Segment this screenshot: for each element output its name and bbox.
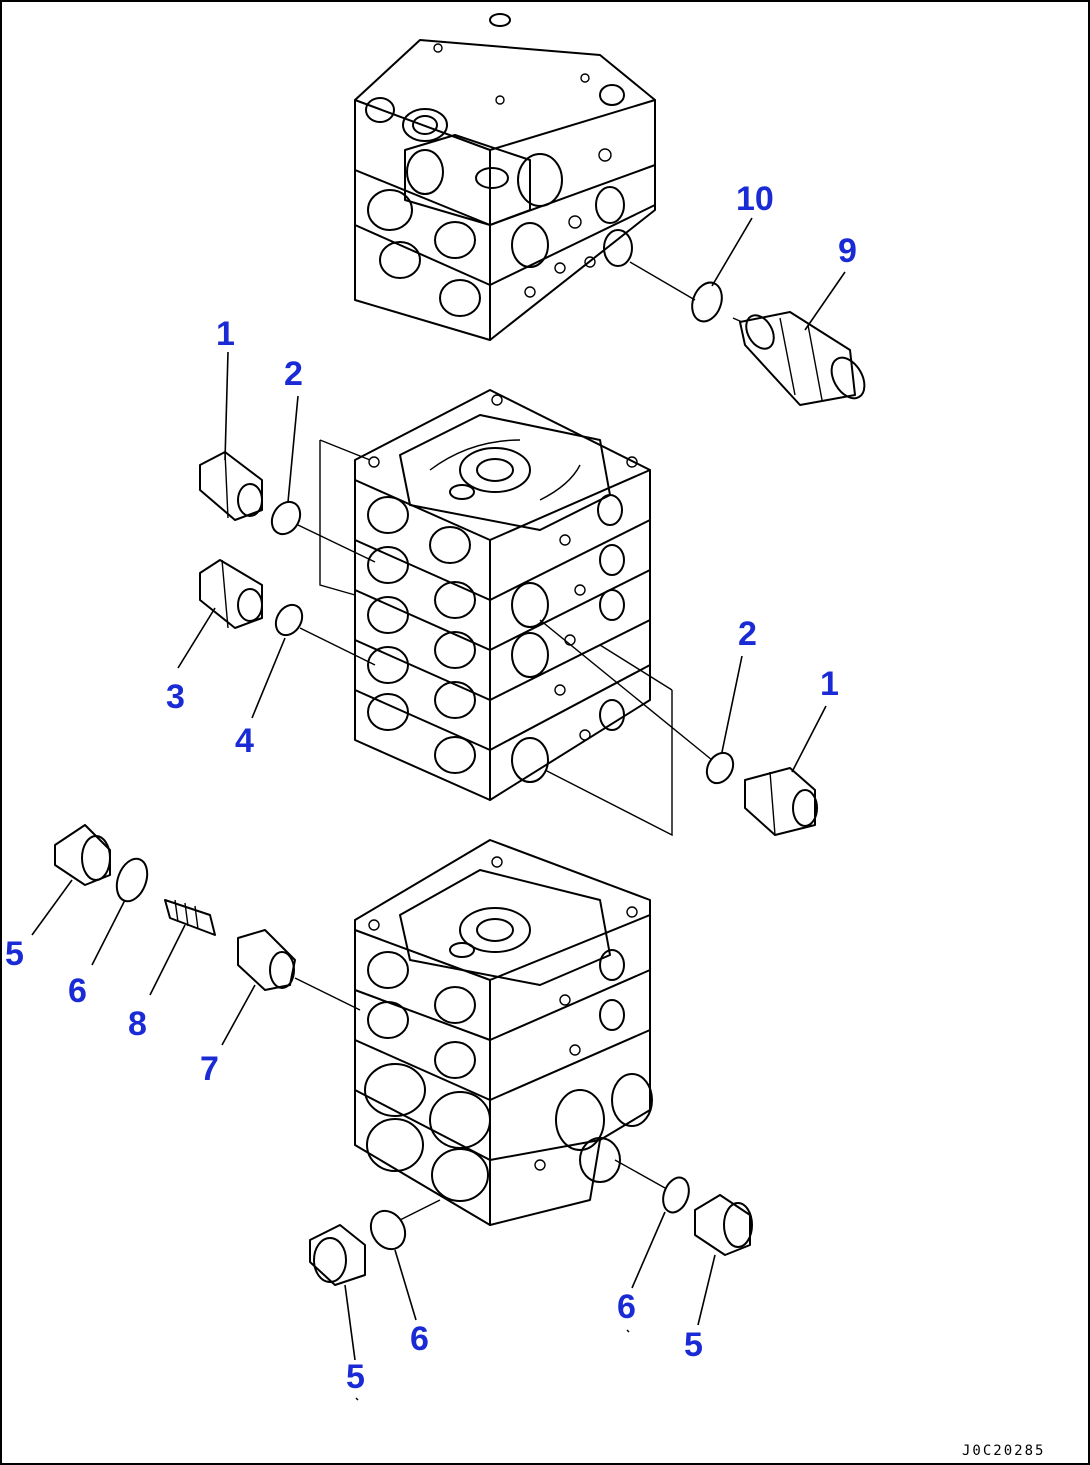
callout-3: 3 [166, 678, 185, 716]
callout-4: 4 [235, 722, 254, 760]
document-id: J0C20285 [962, 1443, 1045, 1459]
top-valve-block [354, 13, 656, 341]
callout-1-left: 1 [216, 315, 235, 353]
bracket-left [319, 440, 356, 596]
bottom-valve-block [354, 839, 653, 1226]
spring-8 [164, 899, 216, 936]
plug-5-bottom-left [309, 1224, 366, 1286]
callout-7: 7 [200, 1050, 219, 1088]
plug-5-top-left [54, 824, 111, 886]
callout-6-bottom-left: 6 [410, 1320, 429, 1358]
callout-8: 8 [128, 1005, 147, 1043]
o-ring-6-top-left [115, 857, 149, 903]
callout-2-right: 2 [738, 615, 757, 653]
o-ring-6-bottom-right [662, 1176, 690, 1214]
callout-6-bottom-right: 6 [617, 1288, 636, 1326]
o-ring-10 [691, 281, 723, 323]
callout-5-bottom-left: 5 [346, 1358, 365, 1396]
middle-valve-block [354, 389, 651, 801]
valve-1-right [744, 767, 818, 836]
callout-labels: 1 2 3 4 10 9 2 1 5 6 8 7 6 5 6 5 [5, 180, 857, 1396]
callout-1-right: 1 [820, 665, 839, 703]
piston-7 [237, 929, 296, 991]
leader-lines [31, 217, 846, 1361]
o-ring-2-left [270, 500, 302, 536]
callout-9: 9 [838, 232, 857, 270]
valve-3 [199, 559, 263, 629]
o-ring-6-bottom-left [369, 1209, 407, 1251]
plug-5-bottom-right [694, 1194, 753, 1256]
relief-valve-9 [732, 311, 866, 406]
bracket-right [544, 690, 673, 837]
callout-6-top-left: 6 [68, 972, 87, 1010]
callout-5-top-left: 5 [5, 935, 24, 973]
o-ring-4 [274, 603, 304, 637]
valve-1-left [199, 451, 263, 521]
assembly-line [629, 261, 696, 301]
callout-5-bottom-right: 5 [684, 1326, 703, 1364]
o-ring-2-right [705, 751, 735, 785]
callout-10: 10 [736, 180, 774, 218]
callout-2-left: 2 [284, 355, 303, 393]
